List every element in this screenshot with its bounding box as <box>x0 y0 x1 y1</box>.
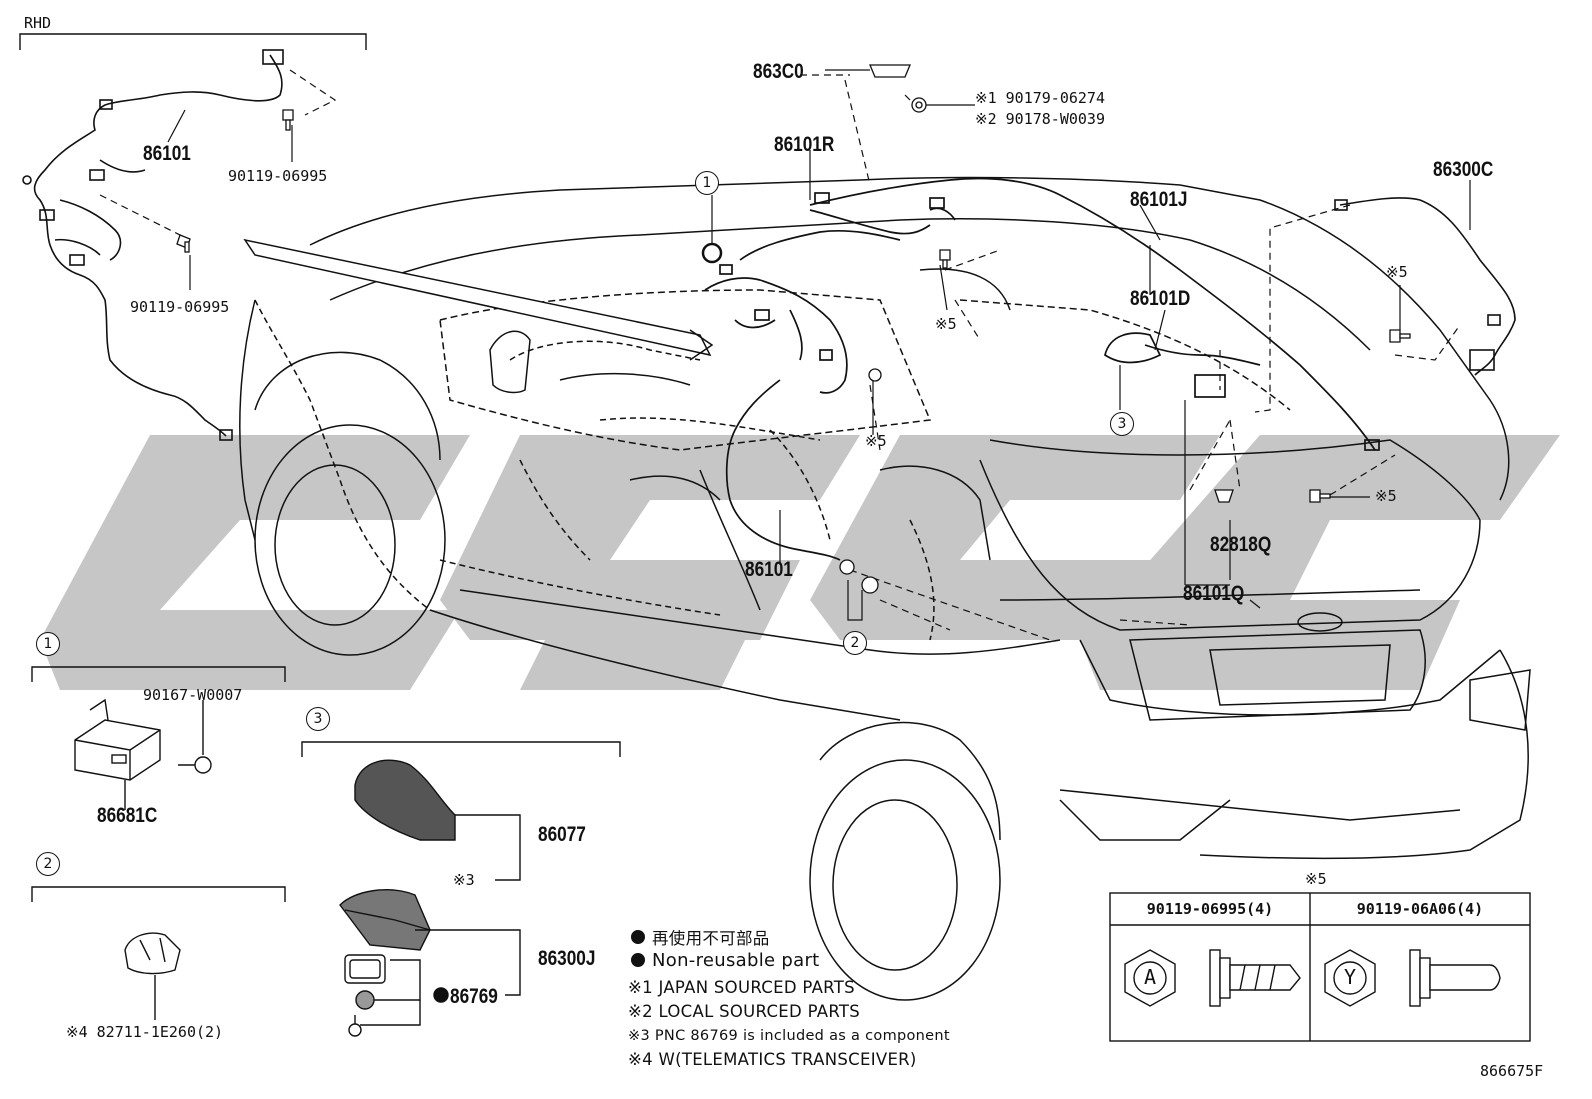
legend-note-4: ※4 W(TELEMATICS TRANSCEIVER) <box>628 1050 917 1069</box>
ref-note-2: ※2 90178-W0039 <box>975 110 1105 128</box>
callout-2-diagram: 2 <box>843 631 867 655</box>
mark5-mid: ※5 <box>935 315 957 333</box>
section-brackets <box>31 666 621 902</box>
legend-note-3: ※3 PNC 86769 is included as a component <box>628 1028 950 1044</box>
bolt-head-mark-y: Y <box>1343 965 1357 989</box>
part-label-86101-top[interactable]: 86101 <box>143 142 191 165</box>
bolt-table-frame <box>1109 892 1531 1042</box>
mark5-rear: ※5 <box>1375 487 1397 505</box>
leader-lines <box>99 69 1461 641</box>
rhd-label: RHD <box>24 14 52 32</box>
legend-bullet-jp <box>631 930 645 944</box>
harness-86300C <box>1334 197 1516 376</box>
part-label-86101-mid[interactable]: 86101 <box>745 558 793 581</box>
antenna-86077 <box>354 759 521 881</box>
bolt-head-mark-a: A <box>1143 965 1157 989</box>
bolt-icon <box>911 97 927 113</box>
part-label-86300C[interactable]: 86300C <box>1433 158 1494 181</box>
part-label-86101J[interactable]: 86101J <box>1130 188 1188 211</box>
bolt-table-col2: 90119-06A06(4) <box>1356 900 1484 918</box>
connector-82711 <box>124 932 181 1020</box>
location-ring <box>701 242 723 264</box>
callout-3-section: 3 <box>306 707 330 731</box>
part-label-86101Q[interactable]: 86101Q <box>1183 582 1245 605</box>
ref-note-1: ※1 90179-06274 <box>975 89 1105 107</box>
legend-nonreuse-en: Non-reusable part <box>652 950 820 971</box>
bolt-drawings <box>1124 949 1501 1007</box>
part-label-86769[interactable]: 86769 <box>450 985 498 1008</box>
callout-1-section: 1 <box>36 632 60 656</box>
rhd-bracket <box>19 33 367 50</box>
legend-note-2: ※2 LOCAL SOURCED PARTS <box>628 1002 861 1021</box>
bolt-icon <box>868 368 882 382</box>
bolt-icon <box>939 249 951 269</box>
part-label-863C0[interactable]: 863C0 <box>753 60 804 83</box>
mark3-ref: ※3 <box>453 871 475 889</box>
bolts <box>176 64 1411 594</box>
car-body-outline <box>239 176 1531 1001</box>
part-label-86077[interactable]: 86077 <box>538 823 586 846</box>
mark5-rt: ※5 <box>1386 263 1408 281</box>
module-86681C <box>74 698 212 810</box>
bolt-table-title: ※5 <box>1305 870 1327 888</box>
part-label-86681C[interactable]: 86681C <box>97 804 158 827</box>
diagram-code: 866675F <box>1480 1062 1544 1080</box>
bolt-icon <box>1309 489 1331 503</box>
legend-nonreuse-jp: 再使用不可部品 <box>652 929 770 948</box>
watermark-shapes <box>40 435 1560 690</box>
part-label-86101D[interactable]: 86101D <box>1130 287 1191 310</box>
part-label-90119-a[interactable]: 90119-06995 <box>228 167 328 185</box>
callout-3-diagram: 3 <box>1110 412 1134 436</box>
callout-2-section: 2 <box>36 852 60 876</box>
clip-icon <box>839 559 879 594</box>
bracket-icon <box>869 64 911 78</box>
mark5-low: ※5 <box>865 432 887 450</box>
bolt-icon <box>282 109 294 131</box>
harness-86101-top <box>22 49 284 441</box>
solid-leaders <box>167 69 1471 621</box>
part-label-90167[interactable]: 90167-W0007 <box>143 686 243 704</box>
callout-1-diagram: 1 <box>695 171 719 195</box>
part-number-82711: 82711-1E260(2) <box>96 1023 224 1041</box>
mark4-ref: ※4 <box>66 1023 88 1041</box>
part-label-82711[interactable]: ※4 82711-1E260(2) <box>66 1023 223 1041</box>
part-label-82818Q[interactable]: 82818Q <box>1210 533 1272 556</box>
bolt-icon <box>1389 329 1411 343</box>
part-label-86300J[interactable]: 86300J <box>538 947 596 970</box>
legend-bullet-en <box>631 953 645 967</box>
part-label-86101R[interactable]: 86101R <box>774 133 835 156</box>
harness-86101J <box>704 177 1380 561</box>
antenna-base-86300J <box>339 889 521 1037</box>
bolt-icon <box>176 234 191 253</box>
clip-icon <box>1214 489 1234 503</box>
legend-note-1: ※1 JAPAN SOURCED PARTS <box>628 978 855 997</box>
part-label-90119-b[interactable]: 90119-06995 <box>130 298 230 316</box>
bolt-table-col1: 90119-06995(4) <box>1146 900 1274 918</box>
